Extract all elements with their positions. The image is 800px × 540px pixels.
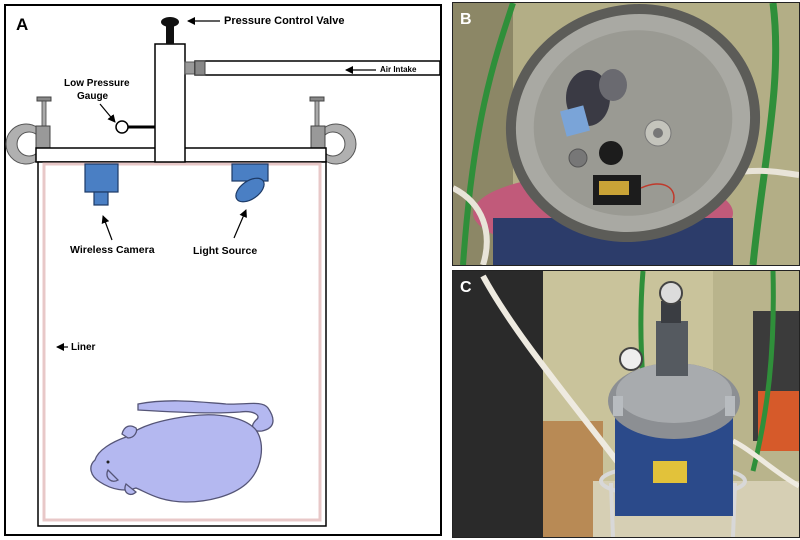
label-low-pressure-gauge-line2: Gauge [77, 91, 109, 102]
label-air-intake: Air Intake [380, 65, 417, 74]
label-arrows [56, 17, 376, 351]
panel-c-letter: C [460, 279, 472, 296]
label-wireless-camera: Wireless Camera [70, 244, 155, 256]
label-pressure-control-valve: Pressure Control Valve [224, 15, 344, 27]
photo-panel-c: C [452, 270, 800, 538]
light-source-bulb [235, 177, 265, 203]
low-pressure-gauge [115, 120, 129, 134]
wireless-camera-body [84, 163, 119, 193]
air-intake-connector [184, 61, 196, 75]
photo-panel-b: B [452, 2, 800, 266]
diagram-panel-a: A Pressure Control Valve [4, 4, 442, 536]
label-light-source: Light Source [193, 245, 257, 257]
label-liner: Liner [71, 342, 96, 353]
panel-a-letter: A [16, 15, 28, 34]
label-low-pressure-gauge-line1: Low Pressure [64, 78, 130, 89]
valve-stem [166, 26, 174, 44]
valve-column [154, 43, 186, 163]
pressure-control-valve-knob [161, 17, 179, 27]
mouse-illustration [90, 400, 274, 503]
light-source-mount [231, 163, 269, 182]
panel-b-letter: B [460, 11, 472, 28]
wireless-camera-lens [93, 191, 109, 206]
